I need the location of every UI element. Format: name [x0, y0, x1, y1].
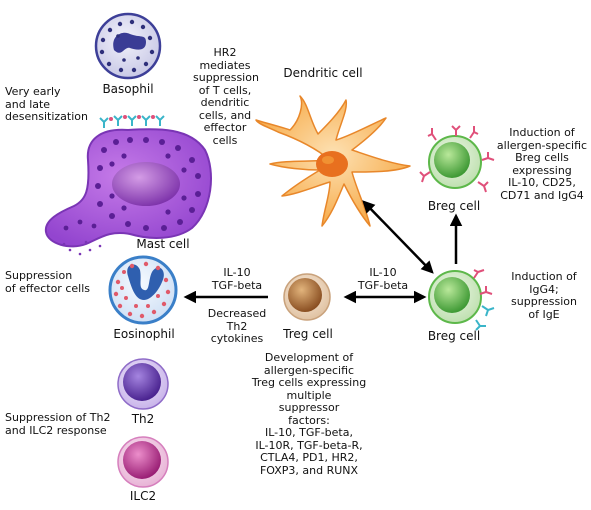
basophil-cell [94, 12, 162, 80]
mast-cell-label: Mast cell [136, 237, 190, 251]
basophil-label: Basophil [102, 82, 154, 96]
treg-cell [283, 273, 331, 321]
arrow-breg-to-dendritic [362, 200, 434, 274]
breg-cell-main [428, 269, 495, 331]
breg-cell-top-label: Breg cell [427, 199, 481, 213]
ilc2-label: ILC2 [129, 489, 157, 503]
breg-cell-top [419, 125, 495, 193]
eosinophil-cell [108, 255, 178, 325]
dendritic-cell-label: Dendritic cell [283, 66, 363, 80]
th2-cell [117, 358, 169, 410]
treg-cell-label: Treg cell [283, 327, 333, 341]
eosinophil-label: Eosinophil [113, 327, 175, 341]
dendritic-cell [255, 95, 411, 227]
ilc2-cell [117, 436, 169, 488]
th2-label: Th2 [131, 412, 155, 426]
breg-cell-main-label: Breg cell [427, 329, 481, 343]
mast-cell [44, 115, 212, 256]
